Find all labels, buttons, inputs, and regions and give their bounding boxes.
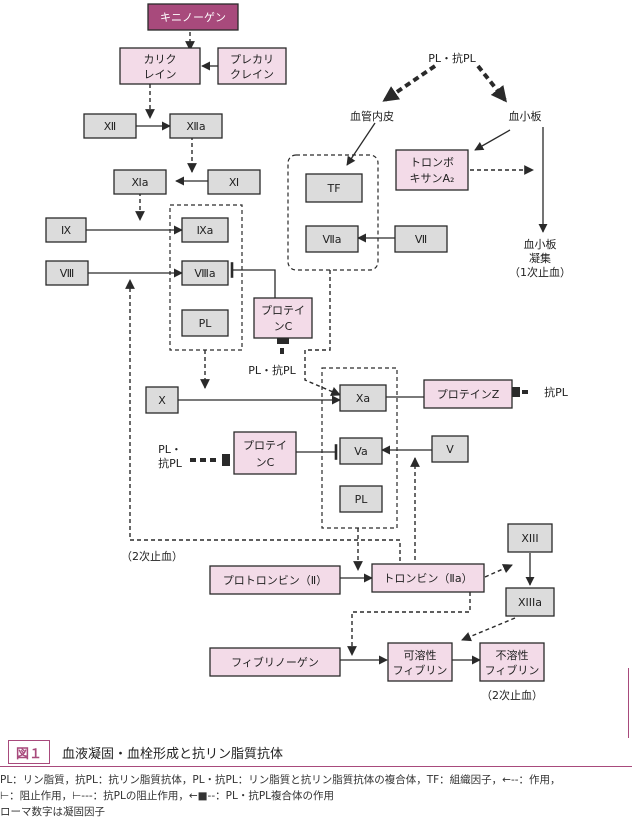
svg-text:Ⅶ: Ⅶ — [415, 233, 427, 246]
node-factor-8: Ⅷ — [45, 260, 89, 286]
caption-divider — [0, 766, 632, 767]
complex-marker-upper — [277, 338, 289, 344]
label-endothelium: 血管内皮 — [350, 109, 394, 123]
label-anti-pl-right: 抗PL — [544, 385, 569, 399]
node-kininogen: キニノーゲン — [147, 3, 239, 31]
svg-text:ンC: ンC — [256, 456, 275, 469]
coagulation-diagram: キニノーゲン カリク レイン プレカリ クレイン Ⅻ Ⅻa Ⅺa Ⅺ Ⅸ Ⅸa … — [45, 3, 571, 702]
node-pl-lower: PL — [339, 485, 383, 513]
label-pl-left-1: PL・ — [158, 443, 182, 456]
svg-text:Ⅸ: Ⅸ — [61, 224, 71, 237]
node-factor-11a: Ⅺa — [113, 169, 167, 195]
node-kallikrein: カリク レイン — [119, 47, 201, 85]
node-factor-13a: XIIIa — [505, 587, 555, 617]
svg-text:Ⅷa: Ⅷa — [194, 267, 215, 280]
node-thromboxane: トロンボ キサンA₂ — [395, 149, 469, 191]
svg-text:Ⅻ: Ⅻ — [104, 120, 116, 133]
node-factor-12: Ⅻ — [83, 113, 137, 139]
note-line-1: PL：リン脂質，抗PL：抗リン脂質抗体，PL・抗PL：リン脂質と抗リン脂質抗体の… — [0, 774, 561, 786]
label-secondary-hemostasis-left: （2次止血） — [121, 549, 183, 563]
svg-text:Xa: Xa — [356, 392, 370, 405]
svg-text:Ⅺa: Ⅺa — [131, 176, 148, 189]
label-primary-hemostasis: （1次止血） — [509, 265, 571, 279]
svg-text:プロトロンビン（Ⅱ）: プロトロンビン（Ⅱ） — [223, 574, 327, 587]
svg-text:TF: TF — [326, 182, 340, 195]
note-line-3: ローマ数字は凝固因子 — [0, 806, 105, 818]
label-pl-antipl-mid: PL・抗PL — [248, 363, 296, 377]
node-factor-13: XIII — [507, 523, 553, 553]
svg-text:フィブリン: フィブリン — [485, 663, 540, 677]
svg-text:プロテインZ: プロテインZ — [437, 388, 500, 401]
node-factor-8a: Ⅷa — [181, 260, 229, 286]
note-line-2: ⊢：阻止作用，⊢---：抗PLの阻止作用，←■--：PL・抗PL複合体の作用 — [0, 790, 334, 802]
label-platelet-aggregation-1: 血小板 — [524, 237, 557, 251]
figure-title: 血液凝固・血栓形成と抗リン脂質抗体 — [62, 747, 284, 762]
complex-marker-left — [222, 454, 230, 466]
svg-text:Ⅷ: Ⅷ — [60, 267, 75, 280]
svg-text:不溶性: 不溶性 — [496, 648, 529, 662]
group-region-upper — [169, 204, 243, 351]
svg-text:フィブリン: フィブリン — [393, 663, 448, 677]
svg-text:フィブリノーゲン: フィブリノーゲン — [231, 655, 319, 669]
node-factor-10: X — [145, 386, 179, 414]
node-kininogen-label: キニノーゲン — [160, 11, 226, 24]
node-prothrombin: プロトロンビン（Ⅱ） — [209, 565, 341, 595]
figure-notes: PL：リン脂質，抗PL：抗リン脂質抗体，PL・抗PL：リン脂質と抗リン脂質抗体の… — [0, 772, 630, 820]
svg-text:可溶性: 可溶性 — [404, 648, 437, 662]
node-insoluble-fibrin: 不溶性 フィブリン — [479, 642, 545, 682]
svg-text:XIII: XIII — [521, 532, 538, 545]
node-factor-11: Ⅺ — [207, 169, 261, 195]
label-secondary-hemostasis-bottom: （2次止血） — [481, 688, 543, 702]
label-platelet: 血小板 — [509, 109, 542, 123]
complex-marker-right — [512, 387, 520, 397]
svg-text:Ⅶa: Ⅶa — [322, 233, 341, 246]
node-thrombin: トロンビン（Ⅱa） — [371, 563, 485, 593]
node-pl-upper: PL — [181, 309, 229, 337]
label-pl-antipl-top: PL・抗PL — [428, 51, 476, 65]
svg-text:PL: PL — [355, 493, 369, 506]
node-protein-c-upper: プロテイ ンC — [253, 297, 313, 339]
svg-text:X: X — [158, 394, 166, 407]
svg-text:Va: Va — [354, 445, 367, 458]
node-factor-9a: Ⅸa — [181, 217, 229, 243]
svg-text:トロンボ: トロンボ — [410, 156, 454, 169]
node-prekallikrein: プレカリ クレイン — [217, 47, 287, 85]
group-region-lower — [321, 367, 398, 529]
svg-text:プレカリ: プレカリ — [230, 53, 274, 66]
svg-text:プロテイ: プロテイ — [243, 439, 287, 452]
node-tf: TF — [305, 173, 363, 203]
svg-text:ンC: ンC — [274, 320, 293, 333]
label-pl-left-2: 抗PL — [158, 456, 183, 470]
group-region-endothelium — [287, 154, 379, 271]
node-factor-5a: Va — [339, 437, 383, 465]
svg-text:Ⅸa: Ⅸa — [197, 224, 214, 237]
node-factor-12a: Ⅻa — [169, 113, 223, 139]
node-factor-5: V — [431, 435, 469, 463]
svg-text:PL: PL — [199, 317, 213, 330]
svg-text:XIIIa: XIIIa — [518, 596, 542, 609]
svg-text:Ⅺ: Ⅺ — [229, 176, 239, 189]
svg-text:トロンビン（Ⅱa）: トロンビン（Ⅱa） — [383, 572, 472, 585]
node-factor-10a: Xa — [339, 384, 387, 412]
node-factor-7: Ⅶ — [394, 225, 448, 253]
node-factor-7a: Ⅶa — [305, 225, 359, 253]
svg-text:カリク: カリク — [144, 53, 177, 66]
svg-text:クレイン: クレイン — [230, 68, 274, 81]
svg-text:キサンA₂: キサンA₂ — [410, 172, 455, 185]
side-rule — [628, 668, 629, 738]
node-soluble-fibrin: 可溶性 フィブリン — [387, 642, 453, 682]
svg-text:V: V — [446, 443, 454, 456]
node-protein-z: プロテインZ — [423, 379, 513, 409]
node-factor-9: Ⅸ — [45, 217, 87, 243]
svg-text:プロテイ: プロテイ — [261, 304, 305, 317]
svg-text:レイン: レイン — [144, 68, 177, 81]
label-platelet-aggregation-2: 凝集 — [529, 251, 551, 265]
node-protein-c-lower: プロテイ ンC — [233, 431, 297, 475]
svg-text:Ⅻa: Ⅻa — [186, 120, 205, 133]
figure-label: 図１ — [8, 740, 50, 764]
node-fibrinogen: フィブリノーゲン — [209, 647, 341, 677]
